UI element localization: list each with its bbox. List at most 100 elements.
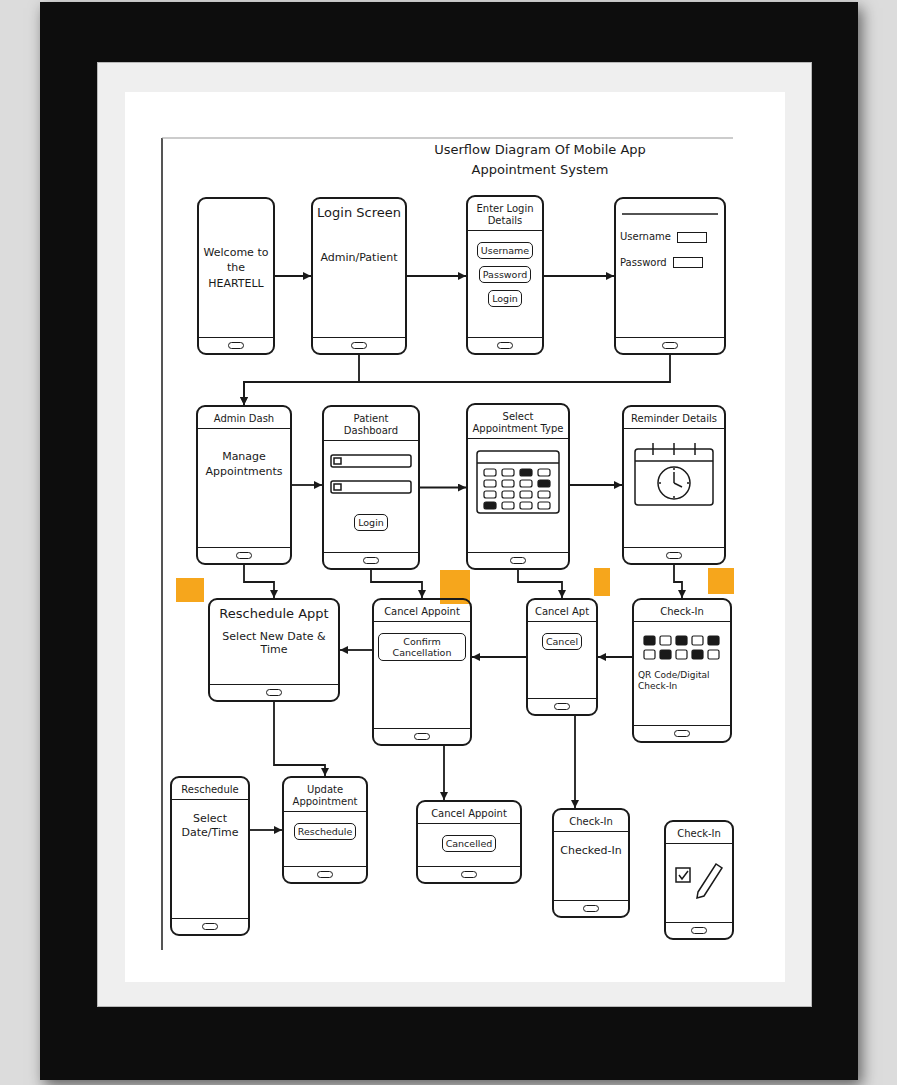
phone-screen: Check-InQR Code/Digital Check-In	[632, 598, 732, 743]
flow-arrow	[244, 355, 670, 405]
screen-content: UsernamePasswordLogin	[472, 235, 538, 307]
sketch-mark	[708, 650, 719, 659]
screen-label: Reminder Details	[624, 413, 724, 429]
screen-label: Admin Dash	[198, 413, 290, 429]
flow-arrow	[544, 275, 614, 277]
flow-arrow	[574, 716, 576, 808]
screen-label: Enter Login Details	[468, 203, 542, 231]
sketch-mark	[520, 491, 532, 498]
paper-edge	[162, 138, 733, 139]
screen-label: Password	[483, 269, 527, 280]
sketch-mark	[644, 636, 655, 645]
screen-icon	[672, 854, 726, 900]
button-box: Reschedule	[294, 823, 357, 840]
screen-icon	[475, 449, 561, 515]
sketch-mark	[674, 483, 682, 487]
sketch-mark	[658, 467, 690, 499]
screen-label: Cancel Apt	[528, 606, 596, 622]
sketch-mark	[635, 449, 713, 505]
button-box: Login	[354, 514, 388, 531]
sketch-mark	[687, 482, 689, 484]
screen-icon	[631, 439, 717, 509]
screen-label: Check-In	[554, 816, 628, 832]
sketch-mark	[538, 469, 550, 476]
screen-label: Check-In	[634, 606, 730, 622]
flow-arrow	[274, 702, 325, 776]
screen-label: Cancelled	[446, 838, 493, 849]
phone-screen: Reminder Details	[622, 405, 726, 565]
sticky-note	[594, 568, 610, 596]
phone-screen: RescheduleSelect Date/Time	[170, 776, 250, 936]
sketch-mark	[659, 482, 661, 484]
sketch-mark	[697, 864, 722, 898]
screen-content: Reschedule	[288, 816, 362, 840]
phone-screen: Select Appointment Type	[466, 403, 570, 570]
screen-label: Select New Date & Time	[214, 630, 334, 658]
flow-arrow	[443, 746, 445, 800]
sketch-mark	[520, 480, 532, 487]
screen-label: Username	[481, 245, 529, 256]
phone-screen: UsernamePassword	[614, 197, 726, 355]
sketch-mark	[679, 871, 688, 879]
sketch-mark	[502, 502, 514, 509]
phone-screen: Check-In	[664, 820, 734, 940]
flow-arrow	[598, 656, 632, 658]
sketch-mark	[652, 443, 654, 455]
flow-arrow	[244, 565, 274, 598]
flow-arrow	[570, 484, 622, 486]
phone-screen: Update AppointmentReschedule	[282, 776, 368, 884]
screen-label: Username	[620, 231, 720, 243]
screen-label: Patient Dashboard	[324, 413, 418, 441]
screen-label: Reschedule Appt	[214, 606, 334, 622]
screen-icon	[329, 451, 413, 507]
sketch-mark	[334, 458, 341, 464]
phone-screen: Patient DashboardLogin	[322, 405, 420, 570]
screen-label: Confirm Cancellation	[382, 636, 462, 658]
sketch-mark	[477, 451, 559, 513]
phone-screen: Admin DashManage Appointments	[196, 405, 292, 565]
sketch-mark	[694, 443, 696, 455]
screen-label: Reschedule	[172, 784, 248, 800]
sketch-mark	[538, 502, 550, 509]
phone-screen: Enter Login DetailsUsernamePasswordLogin	[466, 195, 544, 355]
sketch-mark	[538, 480, 550, 487]
phone-screen: Cancel AppointCancelled	[416, 800, 522, 884]
sketch-mark	[484, 480, 496, 487]
phone-screen: Login ScreenAdmin/Patient	[311, 197, 407, 355]
sticky-note	[176, 578, 204, 602]
sketch-mark	[484, 491, 496, 498]
sketch-mark	[538, 491, 550, 498]
screen-label: Check-In	[666, 828, 732, 844]
sketch-mark	[673, 472, 675, 483]
phone-screen: Check-InChecked-In	[552, 808, 630, 918]
button-box: Login	[488, 290, 522, 307]
sketch-mark	[502, 480, 514, 487]
sketch-mark	[673, 468, 675, 470]
flow-arrow	[275, 275, 311, 277]
sketch-mark	[520, 469, 532, 476]
sketch-mark	[692, 636, 703, 645]
phone-screen: Cancel AppointConfirm Cancellation	[372, 598, 472, 746]
button-box: Username	[477, 242, 533, 259]
screen-icon	[640, 632, 724, 666]
screen-content: Cancel	[532, 626, 592, 650]
screen-label: Login	[492, 293, 518, 304]
screen-label: Admin/Patient	[317, 251, 401, 265]
sketch-mark	[334, 484, 341, 490]
screen-label: Cancel	[546, 636, 578, 647]
flow-arrow	[518, 570, 562, 598]
screen-content: Cancelled	[422, 828, 516, 852]
sketch-mark	[502, 469, 514, 476]
sketch-mark	[484, 469, 496, 476]
flow-arrow	[250, 829, 282, 831]
screen-label: Password	[620, 257, 720, 269]
sticky-note	[708, 568, 734, 594]
phone-screen: Welcome to the HEARTELL	[197, 197, 275, 355]
screen-content: Login	[328, 507, 414, 531]
sketch-mark	[708, 636, 719, 645]
sketch-mark	[676, 636, 687, 645]
phone-screen: Cancel AptCancel	[526, 598, 598, 716]
screen-label: Update Appointment	[284, 784, 366, 812]
